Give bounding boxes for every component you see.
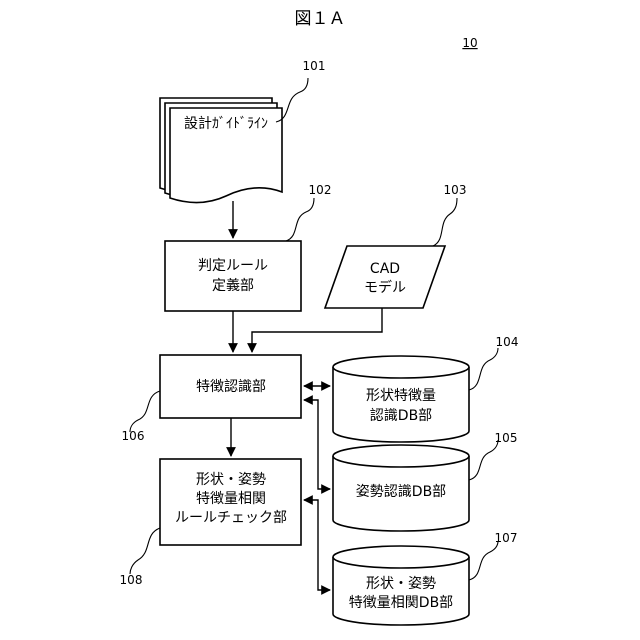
ref-106: 106 <box>122 429 145 443</box>
leader-103 <box>433 198 457 246</box>
ref-105: 105 <box>495 431 518 445</box>
cad-model-line1: CAD <box>370 261 400 277</box>
design-guideline-label: 設計ｶﾞｲﾄﾞﾗｲﾝ <box>184 116 268 132</box>
arrow-recognition-posture-db <box>304 400 330 489</box>
shape-feature-db-line1: 形状特徴量 <box>366 388 436 404</box>
ref-108: 108 <box>120 573 143 587</box>
correlation-db-line1: 形状・姿勢 <box>366 576 436 592</box>
rule-definition-line2: 定義部 <box>212 277 254 294</box>
rule-check-line2: 特徴量相関 <box>196 491 266 507</box>
cad-model-parallelogram <box>325 246 445 308</box>
ref-107: 107 <box>495 531 518 545</box>
ref-104: 104 <box>496 335 519 349</box>
ref-102: 102 <box>309 183 332 197</box>
leader-102 <box>286 198 314 241</box>
posture-db-label: 姿勢認識DB部 <box>356 484 446 500</box>
arrow-check-correlation-db <box>304 500 330 590</box>
ref-101: 101 <box>303 59 326 73</box>
leader-104 <box>469 348 498 390</box>
rule-check-line1: 形状・姿勢 <box>196 472 266 488</box>
leader-105 <box>469 440 498 480</box>
correlation-db-line2: 特徴量相関DB部 <box>349 595 453 611</box>
cad-model-line2: モデル <box>364 279 406 296</box>
arrow-cad-to-recognition <box>252 308 382 352</box>
ref-103: 103 <box>444 183 467 197</box>
feature-recognition-label: 特徴認識部 <box>196 379 266 395</box>
leader-108 <box>130 528 160 574</box>
design-guideline-document <box>160 98 282 203</box>
leader-107 <box>469 541 498 580</box>
figure-title: 図１Ａ <box>295 9 346 29</box>
rule-definition-box <box>165 241 301 311</box>
leader-106 <box>130 391 160 432</box>
rule-check-line3: ルールチェック部 <box>175 510 287 526</box>
rule-definition-line1: 判定ルール <box>198 258 268 274</box>
system-ref-number: 10 <box>462 36 477 50</box>
shape-feature-db-line2: 認識DB部 <box>370 408 432 424</box>
